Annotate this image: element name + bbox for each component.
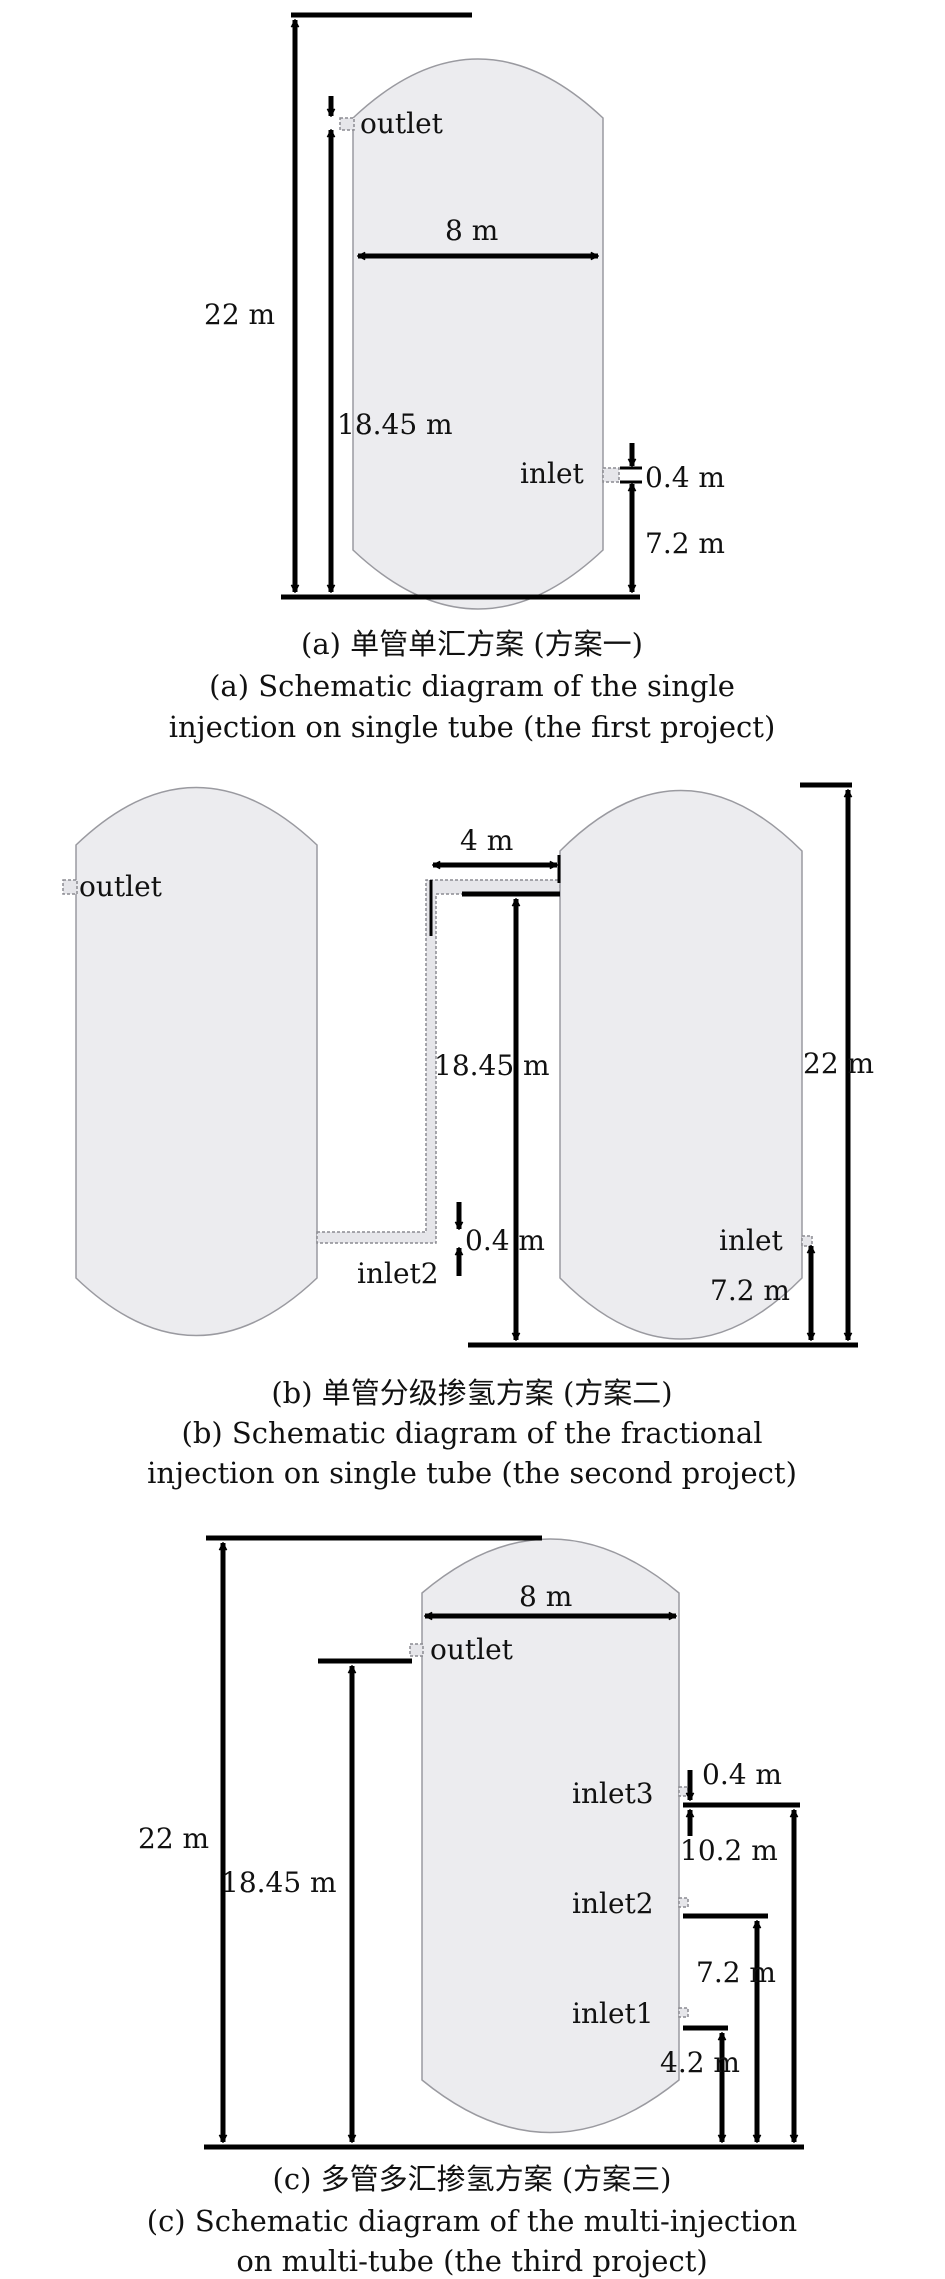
tank-c (421, 1538, 680, 2134)
label-4-2m-c: 4.2 m (660, 2046, 740, 2079)
caption-cn-a: (a) 单管单汇方案 (方案一) (301, 627, 643, 661)
caption-en-a-line1: (a) Schematic diagram of the single (209, 669, 735, 703)
label-outlet-c: outlet (430, 1633, 514, 1666)
inlet3-stub-c (678, 1786, 689, 1797)
inlet1-stub-c (678, 2007, 689, 2018)
caption-en-b-line1: (b) Schematic diagram of the fractional (182, 1416, 763, 1450)
label-8m-a: 8 m (445, 214, 498, 247)
caption-en-c-line1: (c) Schematic diagram of the multi-injec… (147, 2204, 798, 2238)
label-inlet1-c: inlet1 (572, 1997, 654, 2030)
label-18-45m-a: 18.45 m (337, 408, 453, 441)
right-tank-b (559, 789, 803, 1340)
panel-b: outlet 4 m 18.45 m 22 m 0.4 m inlet2 inl… (62, 782, 874, 1490)
label-22m-a: 22 m (204, 298, 275, 331)
label-8m-c: 8 m (519, 1580, 572, 1613)
label-0-4m-c: 0.4 m (702, 1758, 782, 1791)
caption-cn-c: (c) 多管多汇掺氢方案 (方案三) (273, 2162, 672, 2196)
label-inlet-b: inlet (719, 1224, 784, 1257)
label-0-4m-b: 0.4 m (465, 1224, 545, 1257)
caption-en-c-line2: on multi-tube (the third project) (236, 2244, 707, 2278)
caption-en-a-line2: injection on single tube (the first proj… (169, 710, 776, 744)
panel-c: 22 m 18.45 m 8 m outlet inlet3 0.4 m 10.… (138, 1535, 804, 2278)
label-7-2m-c: 7.2 m (696, 1956, 776, 1989)
label-0-4m-a: 0.4 m (645, 461, 725, 494)
label-18-45m-c: 18.45 m (221, 1866, 337, 1899)
inlet-stub-a (602, 467, 620, 483)
label-22m-c: 22 m (138, 1822, 209, 1855)
left-tank-b (75, 786, 318, 1337)
panel-a: 22 m 18.45 m 8 m outlet inlet 0.4 m 7.2 … (169, 12, 776, 744)
inlet-stub-b (801, 1235, 813, 1247)
caption-en-b-line2: injection on single tube (the second pro… (147, 1456, 797, 1490)
label-22m-b: 22 m (803, 1047, 874, 1080)
label-outlet-a: outlet (360, 107, 444, 140)
caption-cn-b: (b) 单管分级掺氢方案 (方案二) (271, 1376, 672, 1410)
outlet-stub-c (409, 1643, 424, 1657)
outlet-stub-a (339, 117, 355, 131)
outlet-stub-b (62, 879, 78, 895)
label-inlet2-c: inlet2 (572, 1887, 654, 1920)
label-7-2m-a: 7.2 m (645, 527, 725, 560)
label-10-2m-c: 10.2 m (680, 1834, 778, 1867)
tank-a (352, 58, 604, 610)
label-4m-b: 4 m (460, 824, 513, 857)
label-inlet-a: inlet (520, 457, 585, 490)
connecting-pipe-b (316, 879, 561, 1244)
inlet2-stub-c (678, 1897, 689, 1908)
label-inlet2-b: inlet2 (357, 1257, 439, 1290)
label-outlet-b: outlet (79, 870, 163, 903)
label-inlet3-c: inlet3 (572, 1777, 654, 1810)
label-18-45m-b: 18.45 m (434, 1049, 550, 1082)
label-7-2m-b: 7.2 m (710, 1274, 790, 1307)
